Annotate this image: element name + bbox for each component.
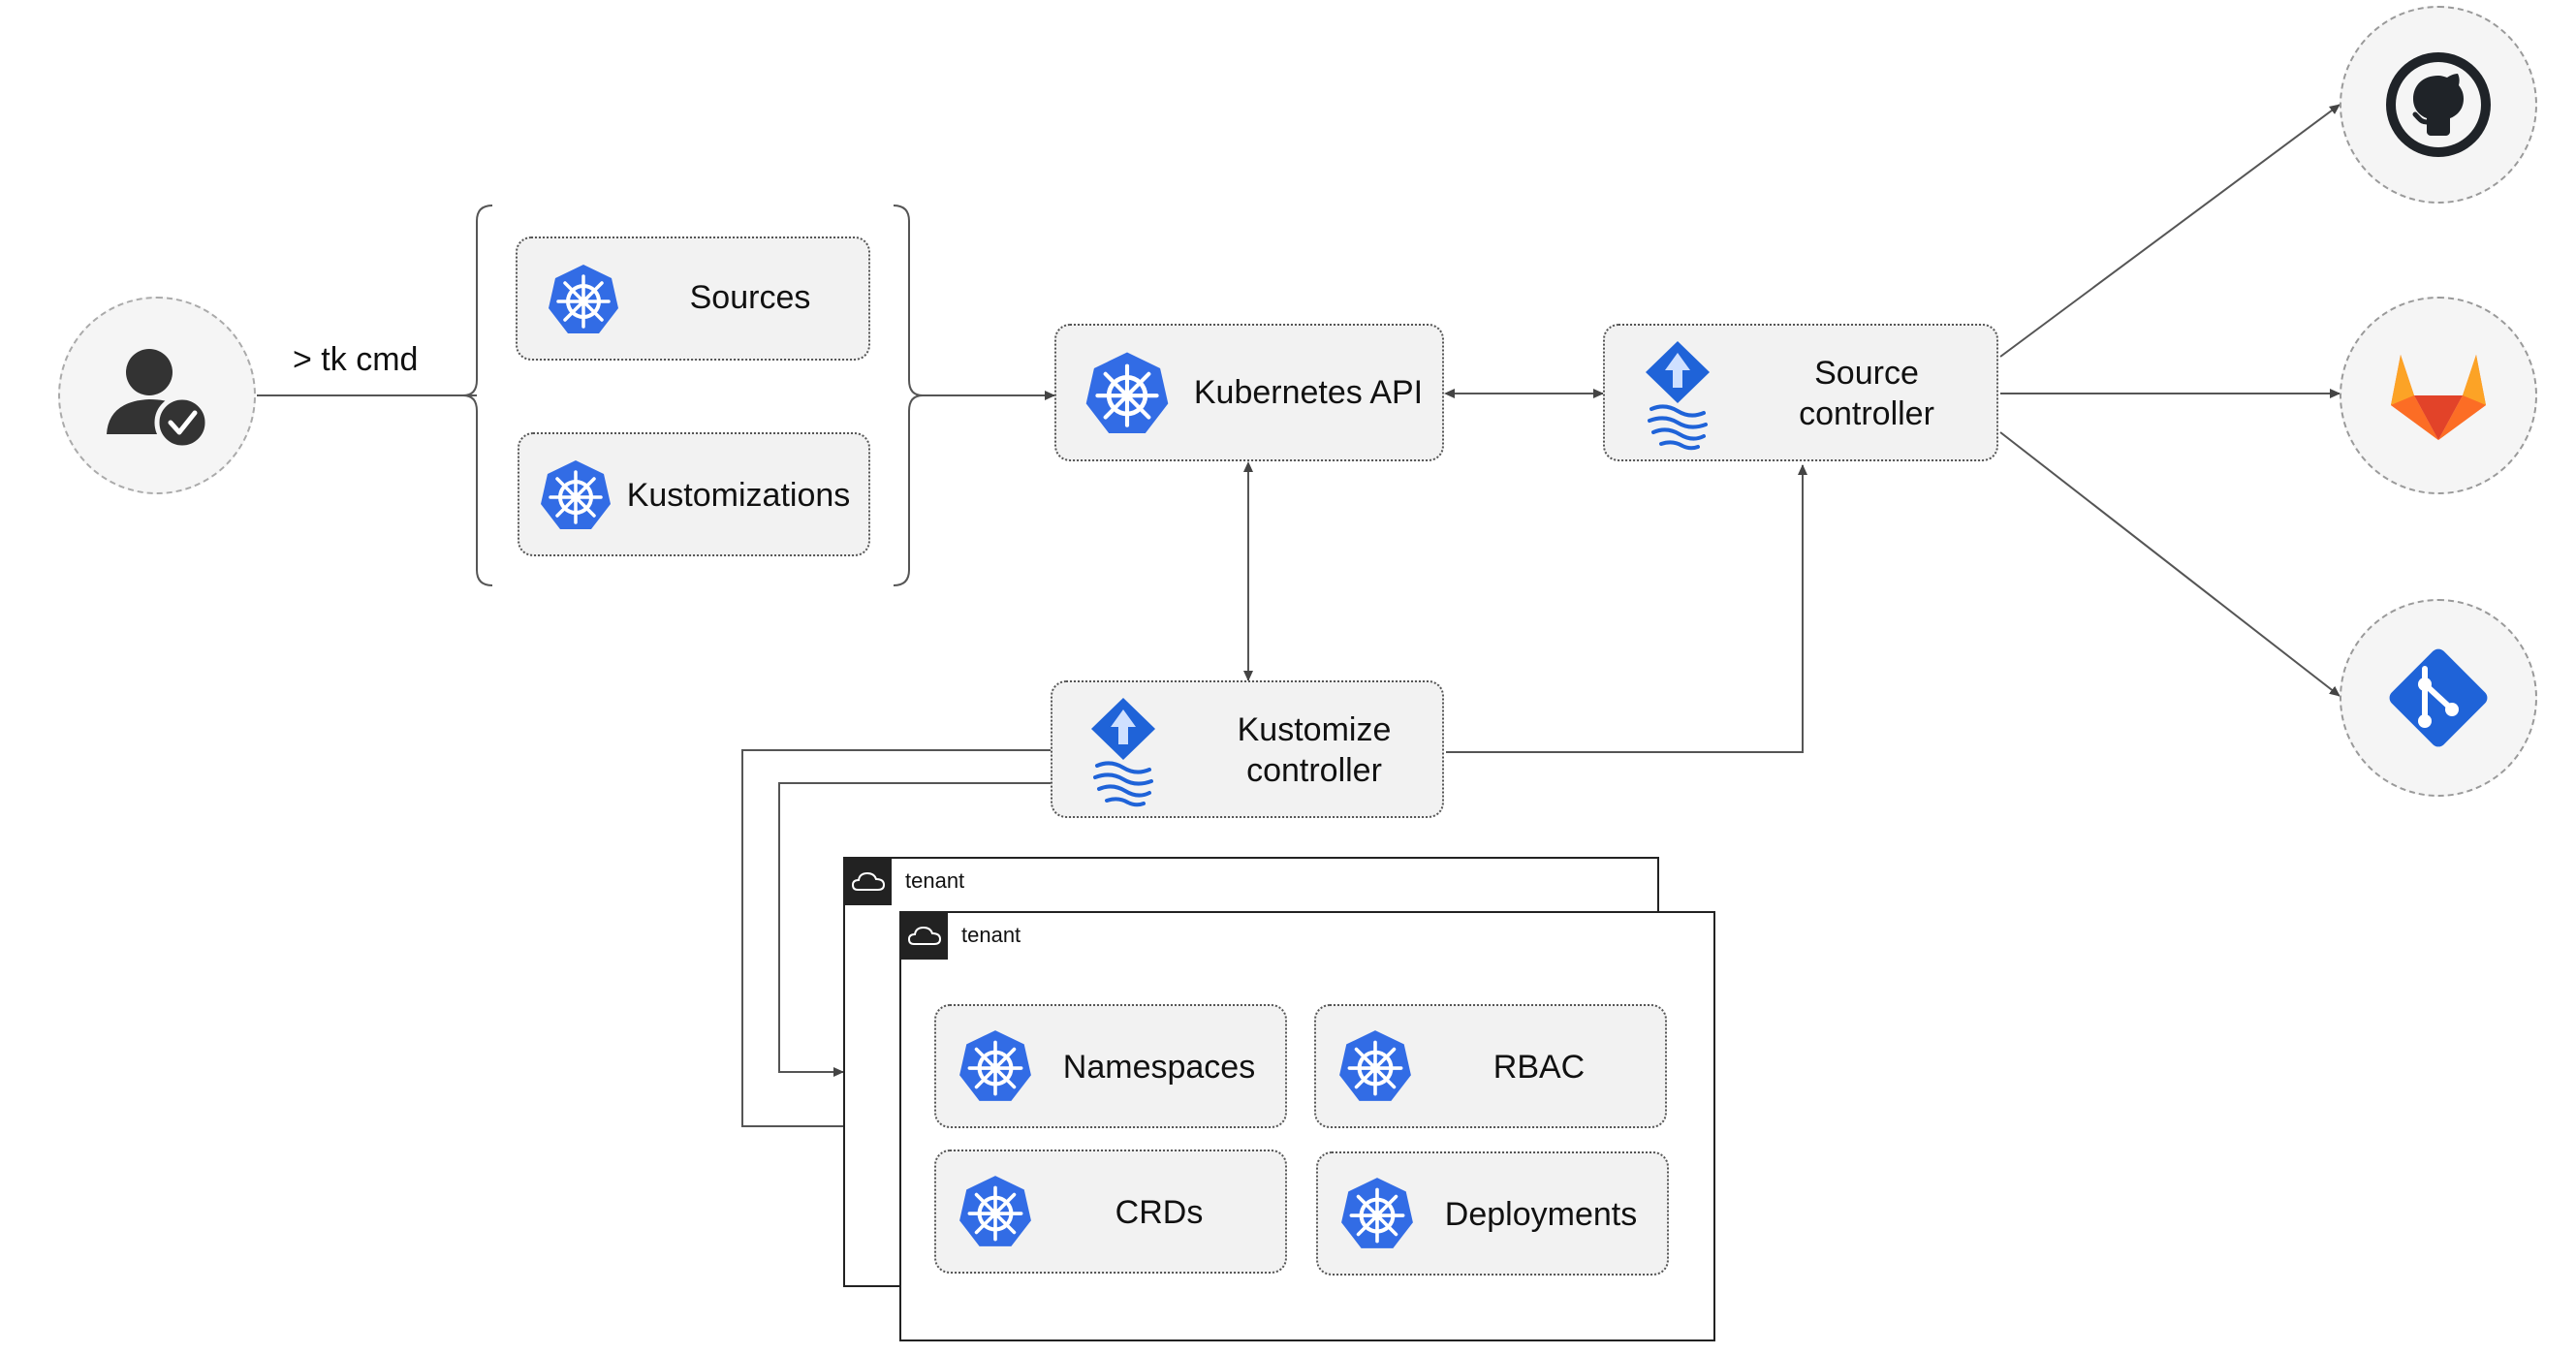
source-controller-label: Source controller	[1760, 353, 1973, 434]
source-controller-box: Source controller	[1603, 324, 1998, 461]
right-brace	[893, 205, 924, 586]
source-github-arrow	[1999, 104, 2340, 358]
rbac-box: RBAC	[1314, 1004, 1667, 1128]
cloud-icon-tag	[901, 913, 948, 960]
deployments-label: Deployments	[1444, 1196, 1638, 1233]
namespaces-box: Namespaces	[934, 1004, 1287, 1128]
git-circle	[2340, 599, 2537, 797]
github-icon	[2386, 52, 2491, 157]
kustomize-controller-label: Kustomize controller	[1208, 709, 1421, 791]
kubernetes-icon	[959, 1030, 1031, 1101]
kubernetes-icon	[549, 265, 618, 333]
tenant-label: tenant	[905, 868, 965, 893]
namespaces-label: Namespaces	[1062, 1049, 1256, 1086]
rbac-label: RBAC	[1492, 1049, 1586, 1086]
kubernetes-icon	[541, 460, 611, 529]
tenant-front: tenant Namespaces	[899, 911, 1715, 1341]
git-icon	[2389, 648, 2488, 747]
kustomizations-label: Kustomizations	[626, 477, 851, 514]
kubernetes-icon	[1085, 352, 1169, 433]
kustomize-tenant-front-arrow	[741, 749, 1051, 1131]
tenant-label: tenant	[961, 923, 1021, 947]
kubernetes-icon	[1339, 1030, 1411, 1101]
gitlab-circle	[2340, 297, 2537, 494]
cloud-icon	[907, 926, 942, 945]
kustomize-controller-box: Kustomize controller	[1051, 680, 1444, 818]
cloud-icon	[851, 871, 886, 891]
kubernetes-icon	[959, 1176, 1031, 1246]
user-circle	[58, 297, 256, 494]
tk-command-label: > tk cmd	[293, 341, 419, 378]
source-controller-line1: Source	[1814, 355, 1919, 392]
crds-box: CRDs	[934, 1150, 1287, 1274]
source-git-arrow	[1999, 431, 2340, 697]
user-check-icon	[107, 349, 210, 451]
sources-label: Sources	[689, 279, 811, 316]
kubernetes-api-box: Kubernetes API	[1054, 324, 1444, 461]
kustomize-controller-line1: Kustomize	[1237, 711, 1392, 748]
flux-icon	[1091, 698, 1155, 807]
kustomize-source-arrow	[1446, 464, 1807, 753]
deployments-box: Deployments	[1316, 1151, 1669, 1276]
kubernetes-api-label: Kubernetes API	[1193, 374, 1424, 411]
sources-box: Sources	[516, 236, 870, 361]
gitlab-icon	[2391, 355, 2486, 440]
source-controller-line2: controller	[1799, 395, 1934, 432]
kubernetes-icon	[1341, 1178, 1413, 1248]
kustomize-controller-line2: controller	[1246, 752, 1382, 789]
kustomizations-box: Kustomizations	[518, 432, 870, 556]
kustomize-tenant-back-arrow	[778, 782, 1051, 1077]
github-circle	[2340, 6, 2537, 204]
flux-icon	[1646, 341, 1710, 451]
cloud-icon-tag	[845, 859, 892, 905]
left-brace	[462, 205, 493, 586]
crds-label: CRDs	[1115, 1194, 1204, 1231]
